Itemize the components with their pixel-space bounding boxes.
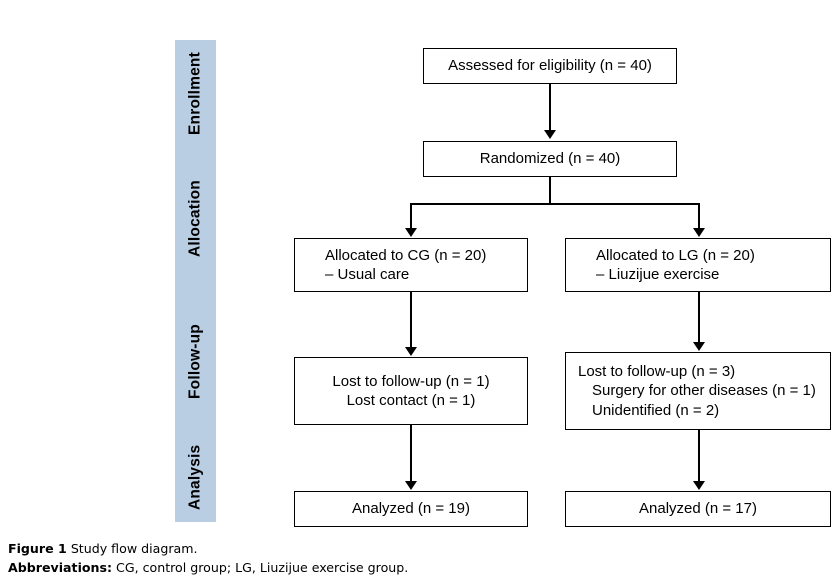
- node-lost-followup-lg-line-3: Unidentified (n = 2): [592, 401, 720, 419]
- node-allocated-lg-line-2: – Liuzijue exercise: [596, 266, 720, 283]
- phase-label-allocation: Allocation: [186, 180, 204, 258]
- connector-split-left-drop: [410, 203, 412, 229]
- caption-abbreviations-line: Abbreviations: CG, control group; LG, Li…: [8, 559, 832, 578]
- node-assessed-line-1: Assessed for eligibility (n = 40): [448, 57, 652, 75]
- caption-figure-lead: Figure 1: [8, 541, 67, 556]
- node-randomized-line-1: Randomized (n = 40): [479, 150, 621, 168]
- caption-figure-text: Study flow diagram.: [66, 541, 198, 556]
- connector-split-right-drop: [698, 203, 700, 229]
- node-assessed-for-eligibility: Assessed for eligibility (n = 40): [423, 48, 677, 84]
- arrowhead-to-lost-lg: [692, 342, 705, 351]
- node-lost-followup-cg-line-2: Lost contact (n = 1): [346, 392, 476, 409]
- node-lost-followup-cg: Lost to follow-up (n = 1) Lost contact (…: [294, 357, 528, 425]
- figure-caption: Figure 1 Study flow diagram. Abbreviatio…: [8, 540, 832, 578]
- node-analyzed-lg: Analyzed (n = 17): [565, 491, 831, 527]
- node-lost-followup-lg-line-1: Lost to follow-up (n = 3): [578, 363, 736, 381]
- arrowhead-to-alloc-lg: [692, 228, 705, 237]
- node-analyzed-cg: Analyzed (n = 19): [294, 491, 528, 527]
- node-allocated-cg: Allocated to CG (n = 20) – Usual care: [294, 238, 528, 292]
- phase-label-enrollment: Enrollment: [186, 52, 204, 136]
- connector-randomized-stem: [549, 177, 551, 204]
- caption-abbreviations-text: CG, control group; LG, Liuzijue exercise…: [112, 559, 409, 575]
- phase-label-analysis: Analysis: [186, 444, 204, 511]
- arrowhead-to-lost-cg: [404, 347, 417, 356]
- node-analyzed-lg-line-1: Analyzed (n = 17): [639, 500, 757, 518]
- connector-assessed-to-randomized: [549, 84, 551, 131]
- arrowhead-to-randomized: [543, 130, 556, 139]
- caption-figure-line: Figure 1 Study flow diagram.: [8, 540, 832, 559]
- node-lost-followup-lg: Lost to follow-up (n = 3) Surgery for ot…: [565, 352, 831, 430]
- arrowhead-to-analyzed-lg: [692, 481, 705, 490]
- node-lost-followup-cg-line-1: Lost to follow-up (n = 1): [332, 372, 490, 390]
- node-allocated-lg: Allocated to LG (n = 20) – Liuzijue exer…: [565, 238, 831, 292]
- node-allocated-cg-line-1: Allocated to CG (n = 20): [325, 246, 487, 264]
- connector-lost-lg-to-analyzed-lg: [698, 430, 700, 482]
- node-analyzed-cg-line-1: Analyzed (n = 19): [352, 500, 470, 518]
- node-randomized: Randomized (n = 40): [423, 141, 677, 177]
- connector-alloc-cg-to-lost-cg: [410, 292, 412, 348]
- phase-sidebar: Enrollment Allocation Follow-up Analysis: [175, 40, 216, 522]
- node-allocated-cg-line-2: – Usual care: [325, 266, 410, 283]
- connector-randomized-split-bar: [410, 203, 699, 205]
- connector-alloc-lg-to-lost-lg: [698, 292, 700, 343]
- phase-label-followup: Follow-up: [186, 324, 204, 399]
- connector-lost-cg-to-analyzed-cg: [410, 425, 412, 482]
- arrowhead-to-alloc-cg: [404, 228, 417, 237]
- node-allocated-lg-line-1: Allocated to LG (n = 20): [596, 246, 755, 264]
- caption-abbreviations-lead: Abbreviations:: [8, 559, 113, 575]
- node-lost-followup-lg-line-2: Surgery for other diseases (n = 1): [592, 382, 816, 400]
- arrowhead-to-analyzed-cg: [404, 481, 417, 490]
